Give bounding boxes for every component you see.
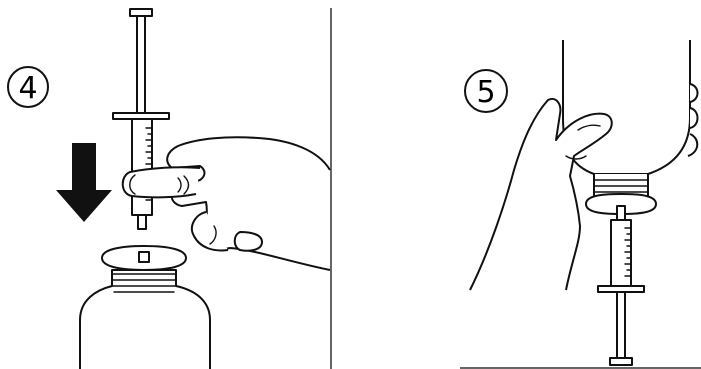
step-5-number: 5 (476, 75, 495, 110)
bottle-icon (80, 246, 210, 369)
step-5-badge: 5 (465, 70, 507, 112)
step-4-panel: 4 (8, 9, 330, 369)
down-arrow-icon (56, 143, 112, 222)
step-5-panel: 5 (460, 40, 701, 368)
step-4-number: 4 (18, 71, 37, 106)
syringe-icon (598, 206, 644, 365)
step-4-badge: 4 (8, 67, 48, 107)
